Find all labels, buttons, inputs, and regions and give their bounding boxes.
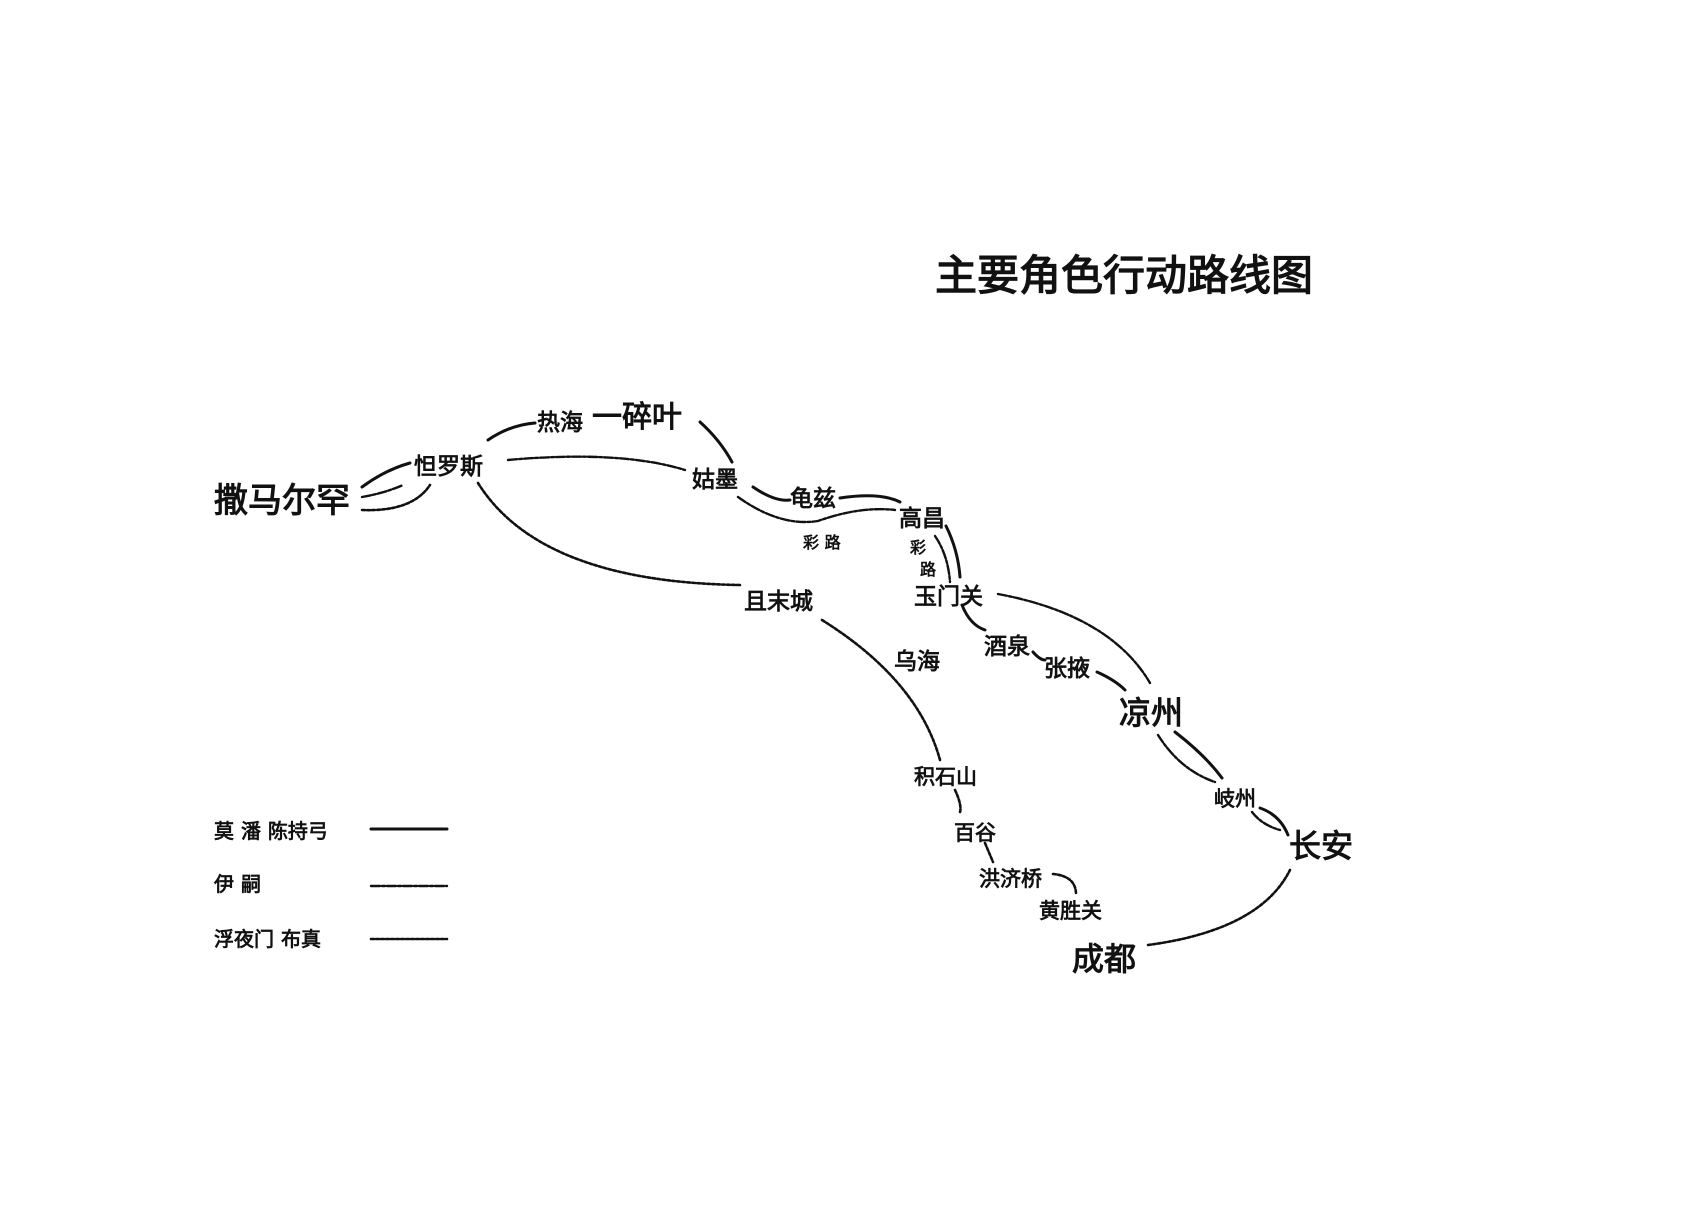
route-solid: [360, 420, 1290, 837]
route-segment: [953, 788, 962, 814]
place-suiye: 一碎叶: [592, 400, 682, 435]
route-segment: [820, 618, 942, 762]
place-gumo: 姑墨: [692, 466, 738, 493]
route-segment: [944, 524, 962, 579]
route-segment: [698, 420, 734, 464]
route-segment: [1146, 868, 1292, 947]
place-baigu: 百谷: [954, 820, 997, 845]
route-segment: [838, 494, 902, 504]
legend: 莫 潘 陈持弓 伊 嗣 浮夜门 布真: [213, 819, 449, 951]
place-hongjiqiao: 洪济桥: [979, 866, 1043, 891]
place-wuhai: 乌海: [894, 648, 940, 675]
place-qiuci: 龟兹: [790, 485, 836, 512]
route-segment: [1031, 650, 1047, 662]
place-changan: 长安: [1289, 827, 1353, 865]
route-segment: [736, 495, 897, 524]
route-segment: [360, 483, 432, 512]
legend-label-dotted: 浮夜门 布真: [214, 927, 321, 951]
route-segment: [1051, 872, 1078, 895]
route-segment: [1156, 733, 1217, 784]
route-dotted: [360, 481, 1292, 947]
legend-label-dashdot: 伊 嗣: [213, 872, 261, 896]
place-qizhou: 岐州: [1214, 786, 1256, 811]
route-segment: [360, 461, 412, 489]
route-segment: [1173, 730, 1224, 780]
route-segment: [1250, 810, 1282, 832]
place-desert-route-v2: 路: [920, 560, 937, 579]
route-segment: [360, 483, 405, 499]
place-qiemo: 且末城: [744, 588, 813, 615]
place-gaochang: 高昌: [899, 505, 945, 532]
place-zhangye: 张掖: [1044, 655, 1090, 682]
route-segment: [476, 481, 742, 587]
route-segment: [996, 592, 1152, 685]
place-desert-route: 彩 路: [802, 533, 842, 552]
place-labels: 撒马尔罕 怛罗斯 热海 一碎叶 姑墨 龟兹 高昌 彩 路 彩 路 玉门关 且末城…: [214, 400, 1353, 978]
place-chengdu: 成都: [1072, 940, 1136, 978]
route-segment: [933, 534, 952, 584]
route-segment: [1258, 806, 1290, 837]
route-segment: [751, 485, 792, 502]
place-jiuquan: 酒泉: [984, 633, 1031, 660]
map-title: 主要角色行动路线图: [935, 251, 1313, 300]
place-desert-route-v1: 彩: [909, 538, 926, 557]
place-liangzhou: 凉州: [1119, 694, 1183, 732]
place-samarkand: 撒马尔罕: [214, 481, 350, 521]
route-segment: [1095, 670, 1127, 692]
route-segment: [960, 603, 987, 632]
route-dashdot: [360, 455, 1282, 832]
route-segment: [486, 421, 537, 442]
place-yumenguan: 玉门关: [914, 583, 983, 610]
route-segment: [983, 841, 995, 864]
place-huangshengguan: 黄胜关: [1039, 898, 1102, 923]
legend-label-solid: 莫 潘 陈持弓: [213, 819, 328, 843]
route-segment: [506, 455, 687, 472]
place-rehai: 热海: [537, 409, 583, 436]
place-jishishan: 积石山: [914, 764, 977, 789]
place-talas: 怛罗斯: [414, 453, 483, 480]
